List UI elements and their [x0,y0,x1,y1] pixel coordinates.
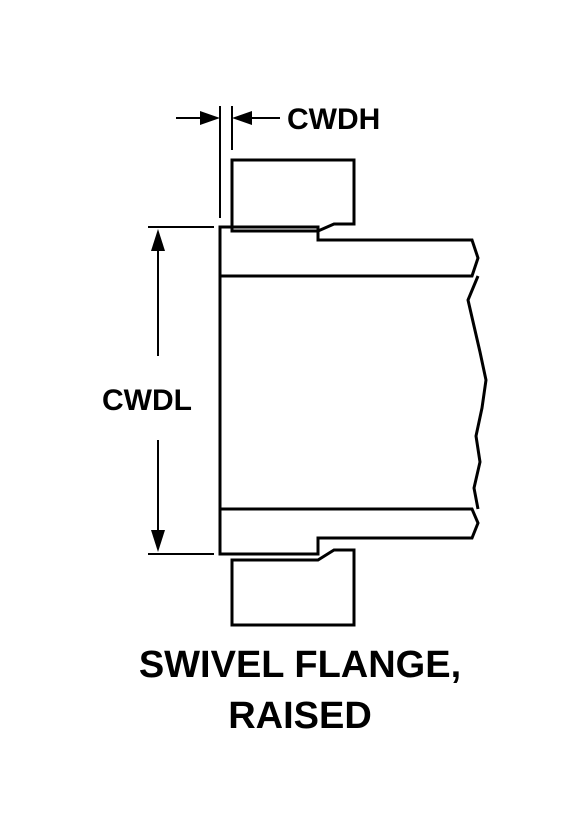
lower-pipe-wall [218,507,480,556]
lower-swivel-ring [230,548,356,627]
cwdh-arrowhead-left [200,111,220,125]
upper-pipe-wall [218,225,480,278]
cwdl-label: CWDL [102,384,192,417]
caption-line-1: SWIVEL FLANGE, [139,644,461,686]
cwdh-arrowhead-right [232,111,252,125]
upper-swivel-ring [230,158,356,233]
pipe-break-line [466,275,488,510]
cwdl-arrowhead-top [151,229,165,251]
cwdh-label: CWDH [287,103,380,136]
caption-line-2: RAISED [228,695,372,737]
cwdl-arrowhead-bottom [151,530,165,552]
